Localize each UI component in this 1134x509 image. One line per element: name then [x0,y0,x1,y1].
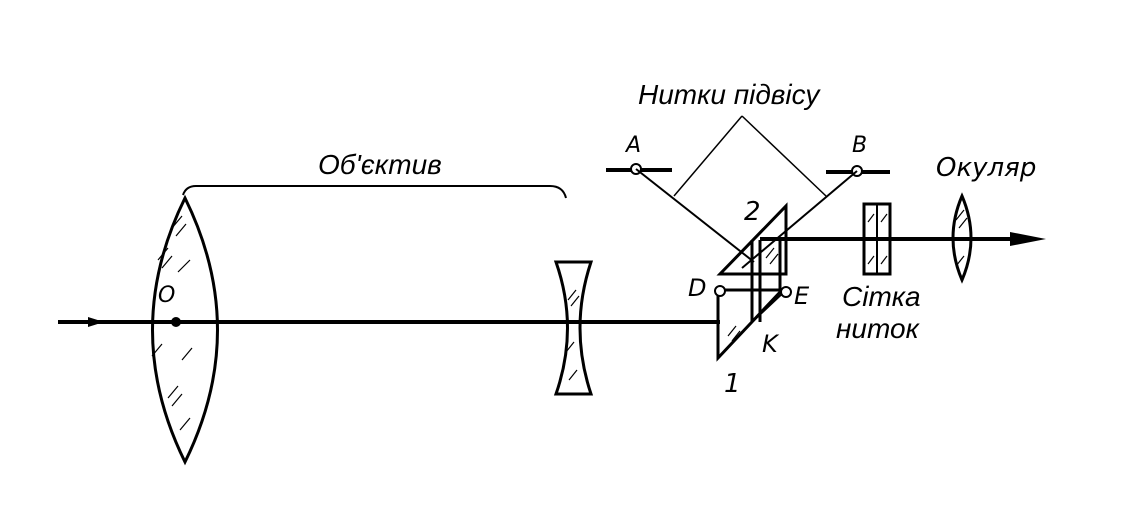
reticle-label-line1: Сітка [842,281,921,312]
objective-bracket [182,185,567,199]
thread-b [741,170,858,269]
pivot-d [714,285,726,297]
prism-1-hatching [727,325,741,342]
diverging-lens-hatching [565,289,580,381]
objective-lens [151,194,219,466]
threads-pointer-right [741,115,827,197]
point-d-label: D [688,274,706,302]
point-k-label: K [762,330,780,358]
objective-label: Об'єктив [318,149,442,180]
point-b-label: B [852,133,867,158]
eyepiece-lens [951,192,973,284]
objective-lens-hatching [151,215,193,431]
point-a-label: A [624,133,641,158]
point-o-label: O [158,283,175,308]
threads-pointer-left [673,115,743,197]
thread-a [635,168,755,263]
objective-center-dot [171,317,181,327]
outgoing-arrow-icon [1010,232,1046,246]
diverging-lens [553,260,594,396]
prism-1-label: 1 [724,369,741,399]
prism-2-label: 2 [744,197,761,227]
eyepiece-hatching [955,209,968,267]
prism-2-hatching [765,247,779,265]
pivot-e [780,286,792,298]
reticle-label-line2: ниток [836,313,921,344]
suspension-threads-label: Нитки підвісу [638,79,821,110]
eyepiece-label: Окуляр [936,153,1036,183]
point-e-label: E [794,282,810,310]
reticle-hatching [867,213,888,265]
pendulum-diagonal [751,289,787,323]
incoming-arrow-icon [88,317,104,327]
